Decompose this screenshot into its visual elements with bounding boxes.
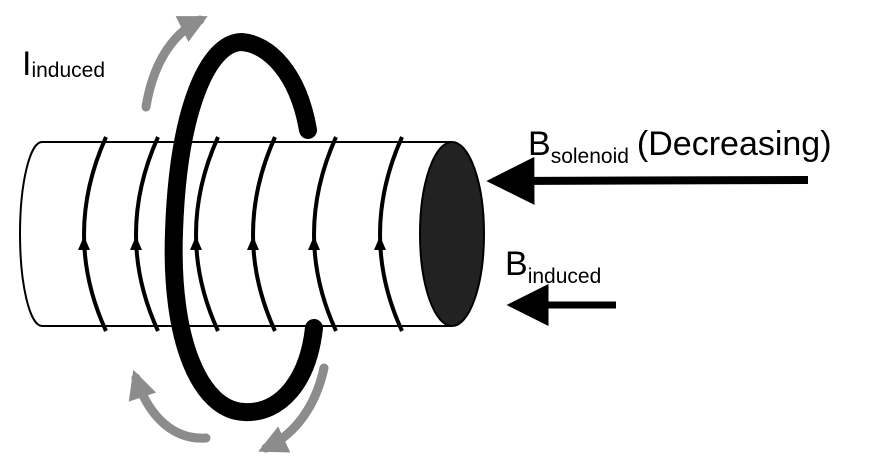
b-induced-label: Binduced [505, 245, 601, 288]
curved-arrow-icon [141, 15, 208, 112]
winding-arrow-icons [78, 236, 386, 250]
up-arrow-icon [308, 236, 320, 250]
up-arrow-icon [374, 236, 386, 250]
curved-arrow-icon [258, 363, 329, 453]
up-arrow-icon [78, 236, 90, 250]
up-arrow-icon [190, 236, 202, 250]
b-solenoid-label: Bsolenoid(Decreasing) [528, 125, 832, 168]
up-arrow-icon [247, 236, 259, 250]
solenoid-cylinder [19, 141, 452, 327]
i-induced-label: Iinduced [22, 45, 105, 83]
induced-current-arrows [128, 15, 329, 453]
field-arrows [486, 156, 809, 326]
curved-arrow-icon [128, 369, 211, 443]
solenoid-end-cap [419, 141, 485, 327]
conducting-ring [164, 32, 323, 422]
up-arrow-icon [130, 236, 142, 250]
left-arrow-icon [486, 156, 809, 205]
solenoid-windings [82, 136, 404, 332]
